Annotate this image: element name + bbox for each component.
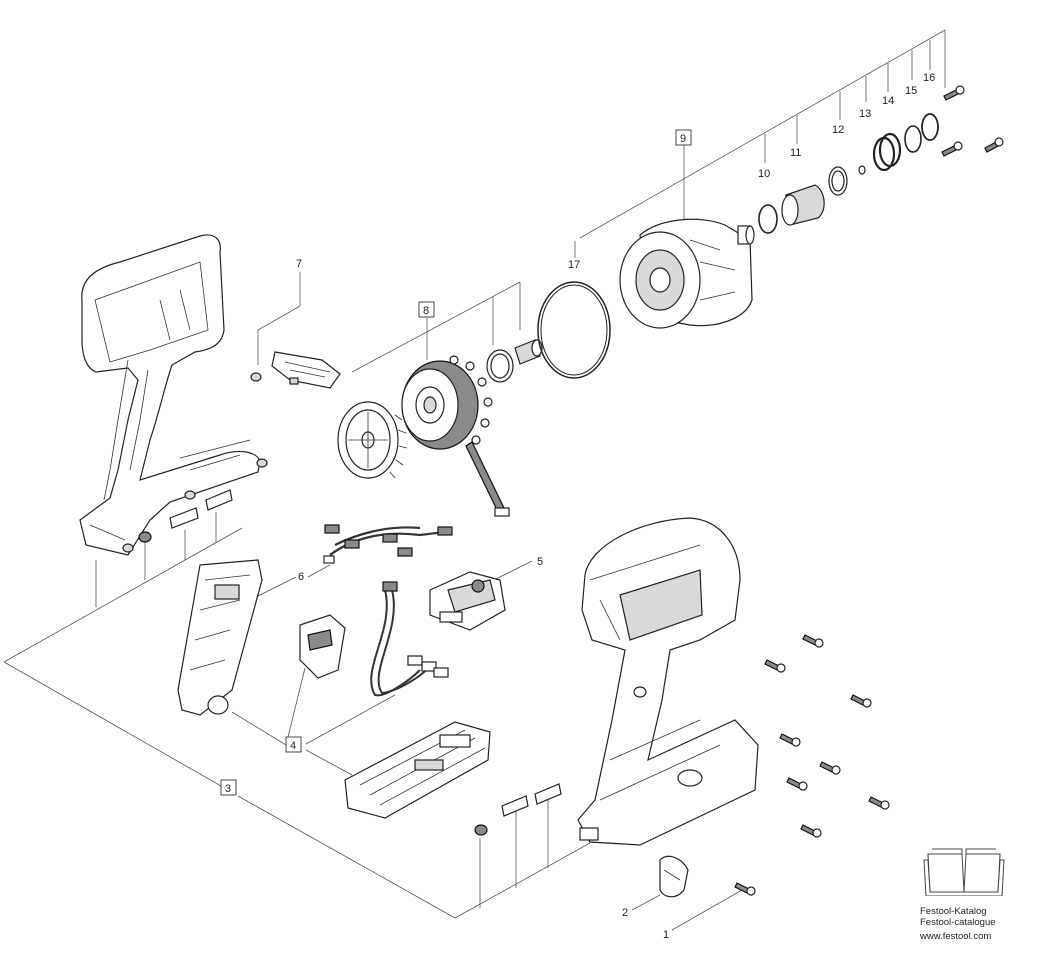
cable-harness [323,524,453,564]
callout-3: 3 [225,783,231,795]
screws-top-right [941,85,1004,157]
housing-screws [734,634,890,896]
labels-bottom [474,783,562,836]
leader-lines [3,29,946,931]
motor [401,355,510,517]
control-board [177,559,263,716]
callout-12: 12 [832,124,844,136]
wire-with-terminals [370,581,449,697]
trigger [299,614,346,679]
o-ring [537,281,611,379]
catalog-reference: Festool-Katalog Festool-catalogue www.fe… [918,846,1038,946]
open-book-icon [923,848,1005,896]
ring-and-bushing [486,339,543,383]
fan [337,401,408,479]
callout-2: 2 [622,907,628,919]
callout-14: 14 [882,95,894,107]
callout-17: 17 [568,259,580,271]
callout-10: 10 [758,168,770,180]
callout-9: 9 [680,133,686,145]
belt-clip [659,855,689,898]
callout-6: 6 [298,571,304,583]
callout-15: 15 [905,85,917,97]
gearbox [619,218,755,329]
left-housing-half [79,234,268,556]
callout-7: 7 [296,258,302,270]
callout-numbers: 1 2 3 4 5 6 7 8 9 10 11 12 13 14 15 16 1… [220,72,935,941]
callout-16: 16 [923,72,935,84]
callout-4: 4 [290,740,296,752]
callout-1: 1 [663,929,669,941]
switch-slider [250,351,341,389]
battery-contact-base [344,721,491,819]
callout-5: 5 [537,556,543,568]
callout-13: 13 [859,108,871,120]
catalog-line-2: Festool-catalogue [920,917,996,928]
led-module [429,571,506,631]
labels-and-screws-left [138,489,233,543]
spindle-parts [758,113,939,234]
catalog-line-1: Festool-Katalog [920,906,987,917]
callout-8: 8 [423,305,429,317]
catalog-url: www.festool.com [920,931,992,942]
callout-11: 11 [790,147,801,159]
right-housing-half [577,517,759,846]
